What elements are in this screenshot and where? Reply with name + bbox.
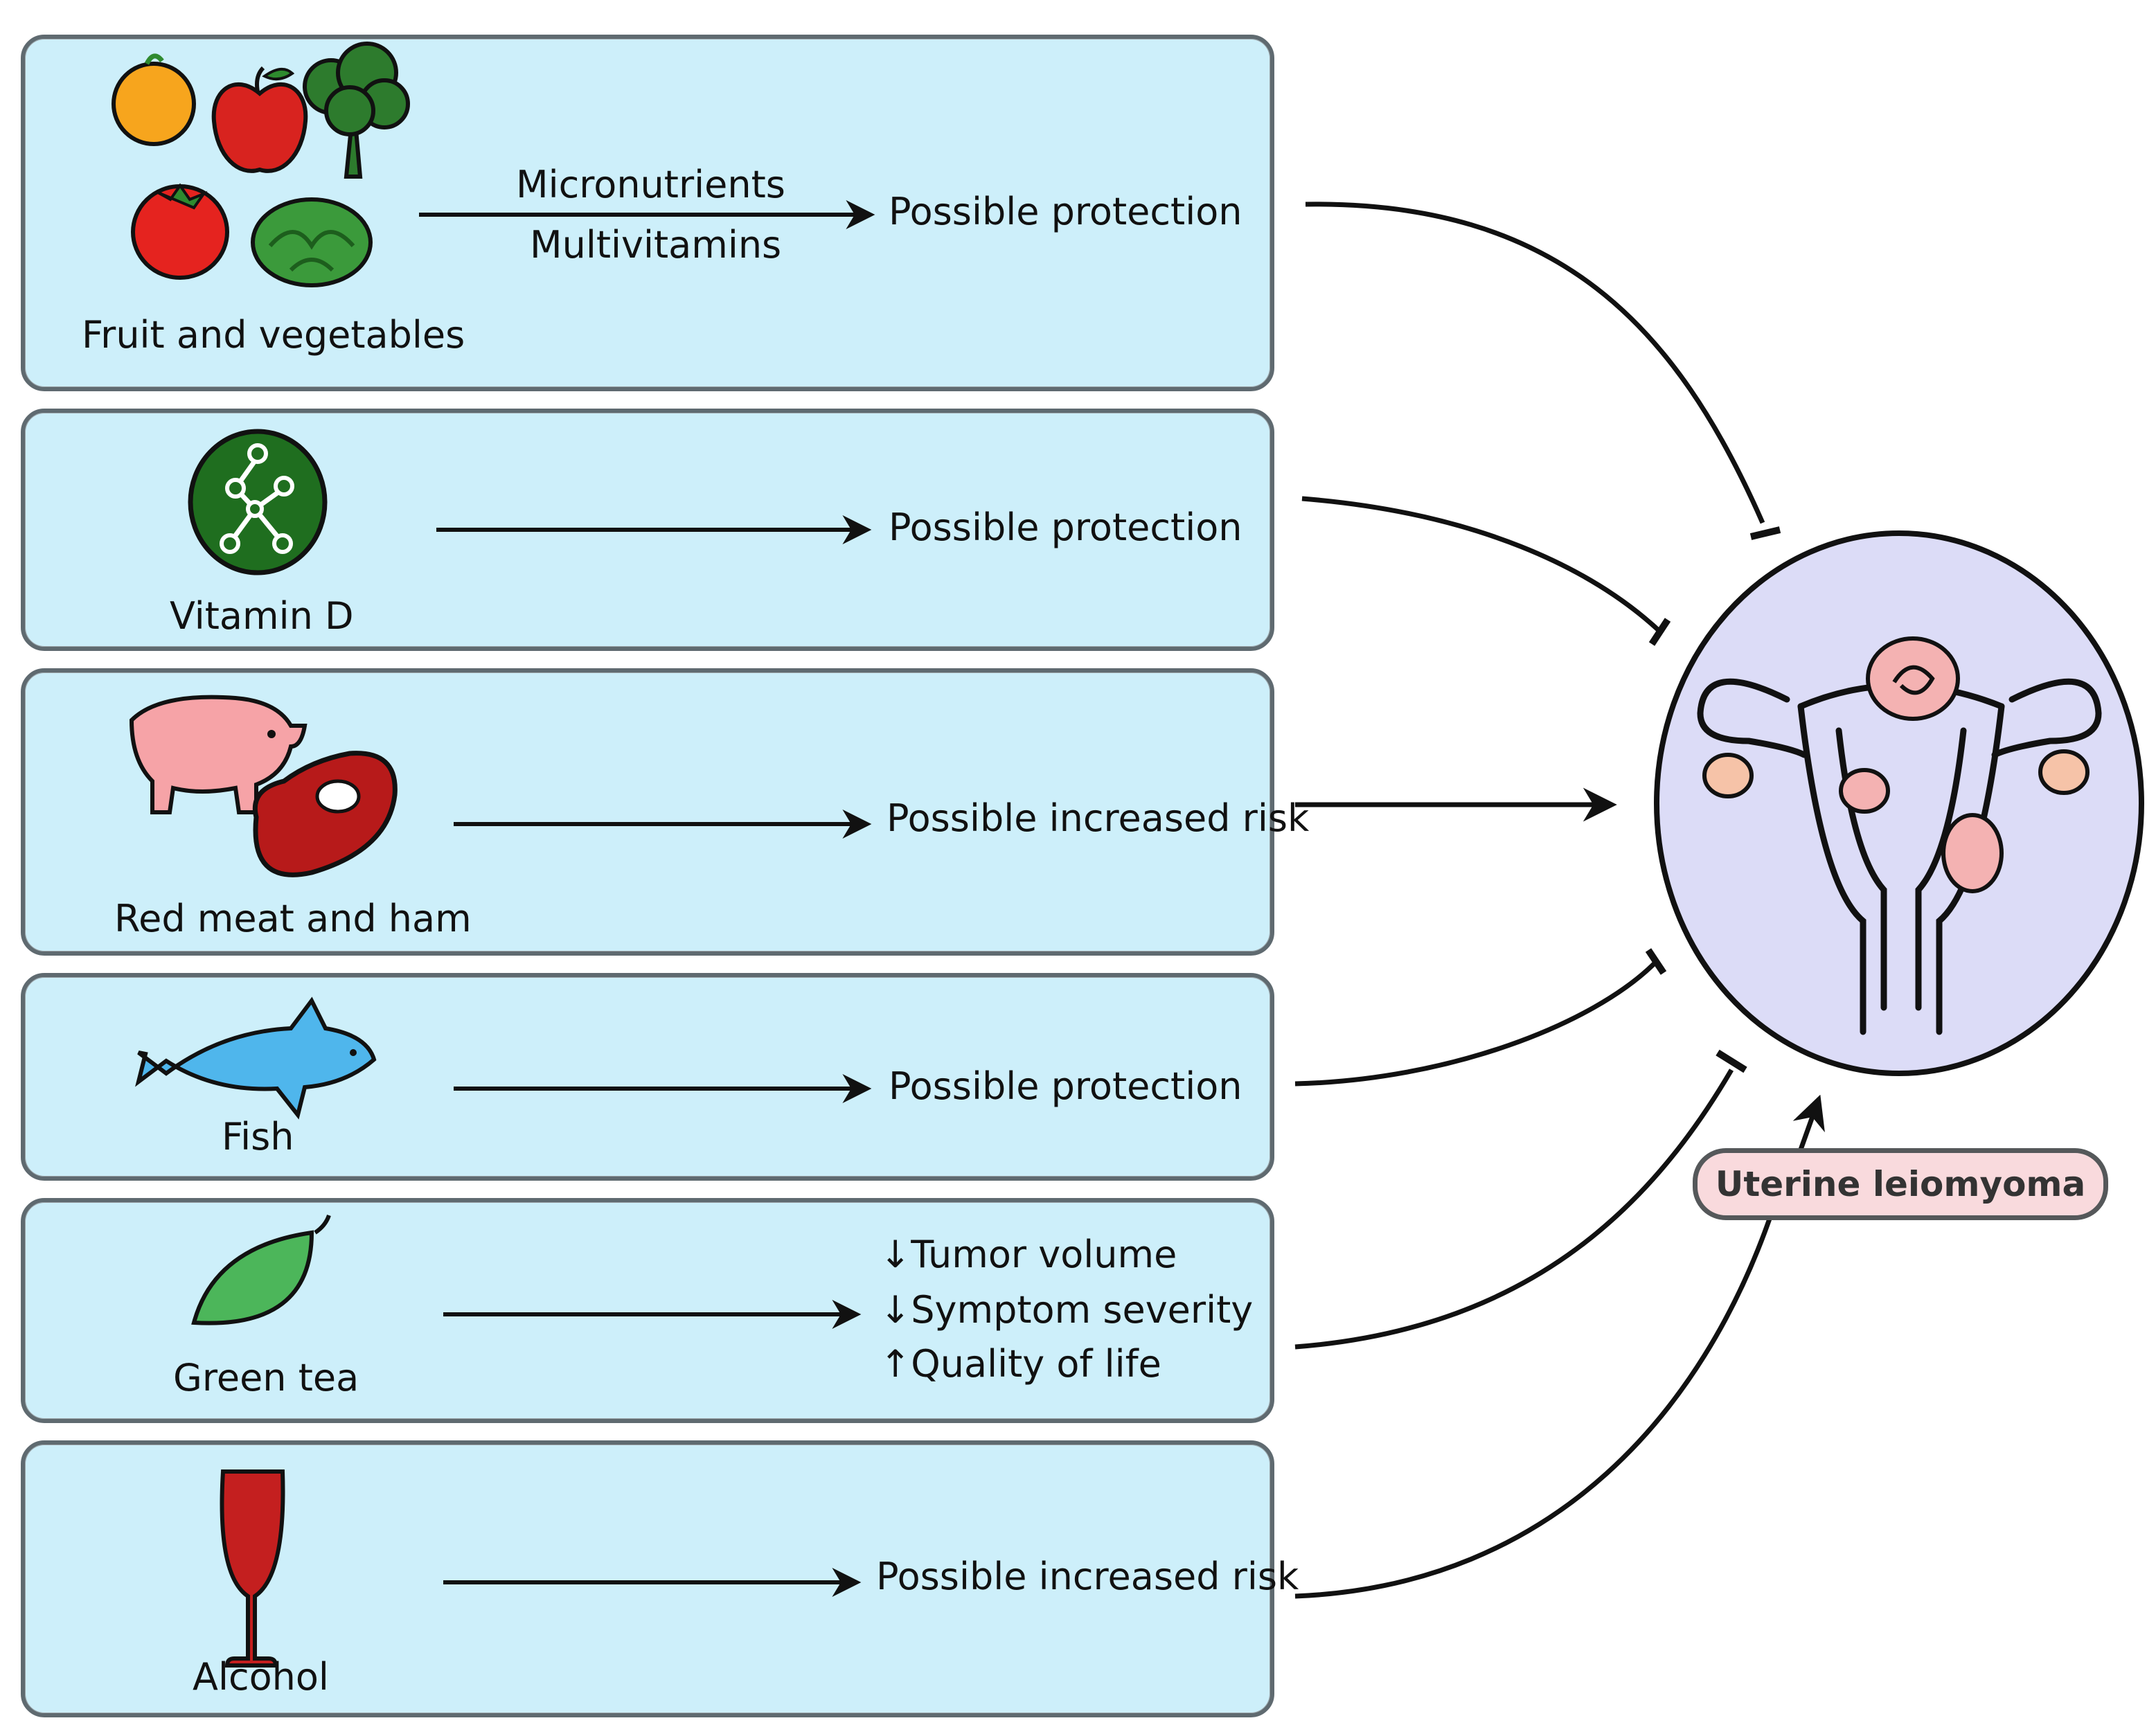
outcome-symptom-severity: ↓Symptom severity	[880, 1288, 1254, 1332]
food-label-fruit: Fruit and vegetables	[82, 313, 465, 357]
mediator-micronutrients: Micronutrients	[516, 163, 785, 206]
connector-green-tea	[1294, 1069, 1734, 1350]
food-label-alcohol: Alcohol	[193, 1655, 329, 1699]
panel-arrows	[419, 200, 875, 1597]
outcome-vitamin-d: Possible protection	[889, 506, 1242, 549]
outcome-alcohol: Possible increased risk	[876, 1555, 1299, 1598]
food-label-green-tea: Green tea	[173, 1356, 359, 1400]
wine-glass-icon	[220, 1469, 285, 1668]
outcome-red-meat: Possible increased risk	[887, 796, 1310, 840]
food-label-red-meat: Red meat and ham	[114, 897, 472, 940]
leaf-icon	[191, 1214, 331, 1325]
food-label-vitamin-d: Vitamin D	[170, 594, 354, 638]
connector-alcohol	[1294, 1217, 1772, 1599]
uterus-target	[1654, 530, 2144, 1076]
broccoli-icon	[303, 42, 410, 179]
connector-fish	[1294, 960, 1657, 1087]
outcome-fruit: Possible protection	[889, 190, 1242, 233]
lettuce-icon	[251, 197, 373, 287]
connector-badge-to-target	[1792, 1094, 1825, 1151]
target-label-badge: Uterine leiomyoma	[1693, 1148, 2108, 1220]
connector-fruit	[1305, 202, 1765, 524]
connector-vitamin-d	[1301, 496, 1664, 636]
apple-icon	[211, 66, 308, 173]
steak-icon	[252, 751, 398, 877]
tomato-icon	[131, 183, 229, 280]
food-label-fish: Fish	[222, 1115, 294, 1159]
pig-icon	[129, 695, 308, 814]
outcome-quality-of-life: ↑Quality of life	[880, 1342, 1161, 1386]
vitamin-d-molecule-icon	[188, 429, 328, 575]
connectors	[1294, 202, 1825, 1599]
fibroids	[1702, 636, 2090, 893]
outcome-fish: Possible protection	[889, 1064, 1242, 1108]
orange-icon	[112, 53, 196, 146]
fish-icon	[135, 996, 377, 1120]
target-label: Uterine leiomyoma	[1715, 1164, 2086, 1204]
outcome-tumor-volume: ↓Tumor volume	[880, 1233, 1177, 1276]
mediator-multivitamins: Multivitamins	[530, 223, 782, 267]
